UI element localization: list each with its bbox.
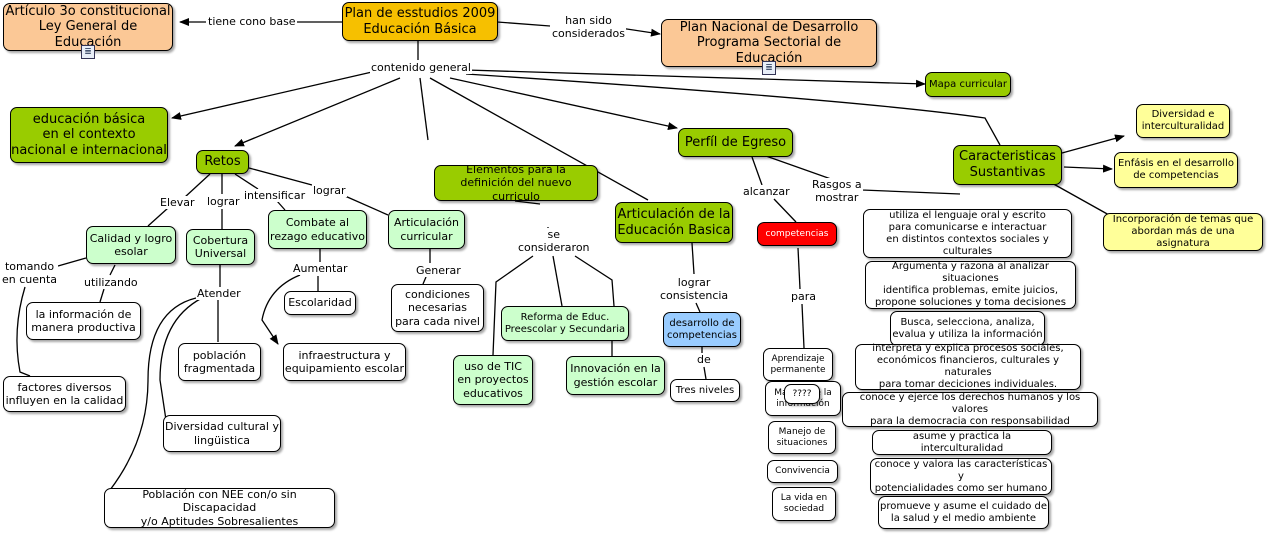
plan-nacional-node[interactable]: Plan Nacional de Desarrollo Programa Sec… xyxy=(661,19,877,67)
diversidad-cultural-node[interactable]: Diversidad cultural y lingüistica xyxy=(163,415,281,452)
competencias-node[interactable]: competencias xyxy=(757,222,837,246)
link-label-elevar: Elevar xyxy=(159,196,196,210)
poblacion-fragmentada-node[interactable]: población fragmentada xyxy=(178,343,261,381)
perfil-egreso-node[interactable]: Perfíl de Egreso xyxy=(678,128,793,157)
link-label-lograr: lograr xyxy=(312,184,347,198)
escolaridad-node[interactable]: Escolaridad xyxy=(284,291,356,315)
link-label-para: para xyxy=(790,290,817,304)
incorporacion-temas-node[interactable]: Incorporación de temas que abordan más d… xyxy=(1103,213,1263,251)
link-label-se-consideraron: se consideraron xyxy=(517,228,591,255)
link-label-intensificar: intensificar xyxy=(243,189,307,203)
desarrollo-competencias-node[interactable]: desarrollo de competencias xyxy=(663,312,741,347)
rasgo-valora-node[interactable]: conoce y valora las características y po… xyxy=(870,458,1052,495)
retos-node[interactable]: Retos xyxy=(196,150,249,174)
link-label-lograr-consistencia: lograr consistencia xyxy=(659,276,730,303)
uso-tic-node[interactable]: uso de TIC en proyectos educativos xyxy=(453,355,533,405)
innovacion-gestion-node[interactable]: Innovación en la gestión escolar xyxy=(566,356,665,395)
link-label-tiene-cono-base: tiene cono base xyxy=(207,15,297,29)
reforma-educ-node[interactable]: Reforma de Educ. Preescolar y Secundaria xyxy=(501,306,629,341)
document-icon[interactable]: ≣ xyxy=(762,61,776,75)
articulo-3o-node[interactable]: Artículo 3o constitucional Ley General d… xyxy=(3,3,173,51)
rasgo-interpreta-node[interactable]: interpreta y explica procesos sociales, … xyxy=(855,343,1081,390)
condiciones-necesarias-node[interactable]: condiciones necesarias para cada nivel xyxy=(391,284,484,332)
informacion-productiva-node[interactable]: la información de manera productiva xyxy=(26,302,141,340)
document-icon[interactable]: ≣ xyxy=(81,45,95,59)
link-label-rasgos-a-mostrar: Rasgos a mostrar xyxy=(811,178,863,205)
rasgo-argumenta-node[interactable]: Argumenta y razona al analizar situacion… xyxy=(865,261,1076,309)
link-label-contenido-general: contenido general xyxy=(370,61,472,75)
rasgo-derechos-node[interactable]: conoce y ejerce los derechos humanos y l… xyxy=(842,392,1098,427)
rasgo-interculturalidad-node[interactable]: asume y practica la interculturalidad xyxy=(872,430,1052,455)
link-label-atender: Atender xyxy=(196,287,242,301)
mapa-curricular-node[interactable]: Mapa curricular xyxy=(925,72,1011,97)
tres-niveles-node[interactable]: Tres niveles xyxy=(670,379,740,402)
rasgo-lenguaje-node[interactable]: utiliza el lenguaje oral y escrito para … xyxy=(863,209,1072,258)
link-label-utilizando: utilizando xyxy=(83,276,139,290)
enfasis-competencias-node[interactable]: Enfásis en el desarrollo de competencias xyxy=(1114,152,1238,188)
factores-diversos-node[interactable]: factores diversos influyen en la calidad xyxy=(3,376,126,412)
link-label-de: de xyxy=(696,353,712,367)
educacion-basica-node[interactable]: educación básica en el contexto nacional… xyxy=(10,107,168,163)
aprendizaje-permanente-node[interactable]: Aprendizaje permanente xyxy=(763,348,833,381)
articulacion-curricular-node[interactable]: Articulación curricular xyxy=(388,210,465,249)
calidad-logro-node[interactable]: Calidad y logro esolar xyxy=(86,226,176,264)
plan-estudios-2009-node[interactable]: Plan de esstudios 2009 Educación Básica xyxy=(342,2,498,41)
link-label-alcanzar: alcanzar xyxy=(742,185,791,199)
articulacion-eb-node[interactable]: Articulación de la Educación Basica xyxy=(615,202,733,243)
poblacion-nee-node[interactable]: Población con NEE con/o sin Discapacidad… xyxy=(104,488,335,528)
rasgo-cuidado-node[interactable]: promueve y asume el cuidado de la salud … xyxy=(878,496,1049,529)
caracteristicas-sustantivas-node[interactable]: Caracteristicas Sustantivas xyxy=(953,145,1062,185)
convivencia-node[interactable]: Convivencia xyxy=(767,460,838,483)
link-label-generar: Generar xyxy=(415,264,462,278)
infraestructura-node[interactable]: infraestructura y equipamiento escolar xyxy=(283,343,406,381)
rasgo-busca-node[interactable]: Busca, selecciona, analiza, evalua y uti… xyxy=(890,311,1045,346)
link-label-tomando-en-cuenta: tomando en cuenta xyxy=(1,260,59,287)
diversidad-interculturalidad-node[interactable]: Diversidad e interculturalidad xyxy=(1136,104,1230,138)
vida-sociedad-node[interactable]: La vida en sociedad xyxy=(772,487,836,521)
elementos-node[interactable]: Elementos para la definición del nuevo c… xyxy=(434,163,598,203)
manejo-situaciones-node[interactable]: Manejo de situaciones xyxy=(768,421,836,454)
link-label-lograr: lograr xyxy=(206,195,241,209)
unknown-node[interactable]: ???? xyxy=(784,384,820,404)
link-label-aumentar: Aumentar xyxy=(292,262,349,276)
cobertura-universal-node[interactable]: Cobertura Universal xyxy=(186,229,255,265)
link-label-han-sido-considerados: han sido considerados xyxy=(551,14,626,41)
combate-rezago-node[interactable]: Combate al rezago educativo xyxy=(268,210,367,249)
